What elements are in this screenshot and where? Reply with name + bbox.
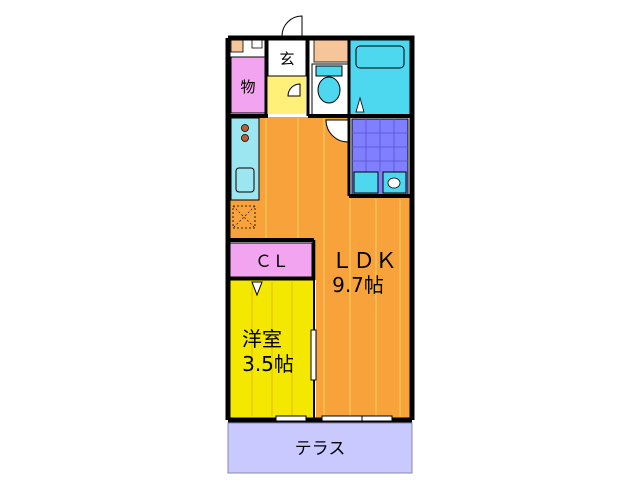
door-swing-icon — [287, 83, 301, 97]
fridge-space-icon — [232, 205, 256, 229]
sink-icon — [235, 167, 255, 193]
shoe-box — [230, 39, 244, 53]
ldk-size-label: 9.7帖 — [332, 273, 384, 297]
shoe-cabinet — [313, 39, 349, 63]
storage: 物 — [230, 56, 266, 114]
washroom — [325, 118, 409, 196]
closet: ＣＬ — [229, 242, 313, 278]
ldk-floor-grain — [265, 118, 401, 417]
ldk-name-label: ＬＤＫ — [331, 249, 397, 274]
western-room: 洋室 3.5帖 — [230, 280, 314, 418]
entrance: 玄 — [267, 15, 307, 97]
bath-door-icon — [355, 96, 365, 113]
door-arrow-icon — [251, 281, 263, 297]
closet-label: ＣＬ — [255, 252, 289, 272]
toilet-bowl-icon — [317, 76, 341, 104]
ldk-room: ＬＤＫ 9.7帖 — [230, 117, 410, 418]
western-size-label: 3.5帖 — [242, 352, 294, 376]
terrace: テラス — [227, 422, 413, 474]
entry-door-icon — [281, 15, 303, 37]
washing-machine-icon — [353, 171, 379, 194]
toilet — [311, 63, 349, 117]
kitchen — [230, 117, 260, 229]
storage-label: 物 — [240, 78, 255, 96]
stove-burner-icon — [241, 134, 249, 142]
sliding-windows — [275, 329, 393, 422]
toilet-tank-icon — [315, 65, 343, 77]
western-name-label: 洋室 — [242, 327, 282, 351]
meter-box — [251, 39, 263, 49]
terrace-label: テラス — [295, 439, 346, 459]
western-floor-grain — [251, 282, 293, 416]
stove-burner-icon — [241, 124, 249, 132]
entrance-label: 玄 — [279, 50, 294, 68]
bathroom — [349, 39, 411, 117]
bathtub-icon — [355, 45, 405, 69]
